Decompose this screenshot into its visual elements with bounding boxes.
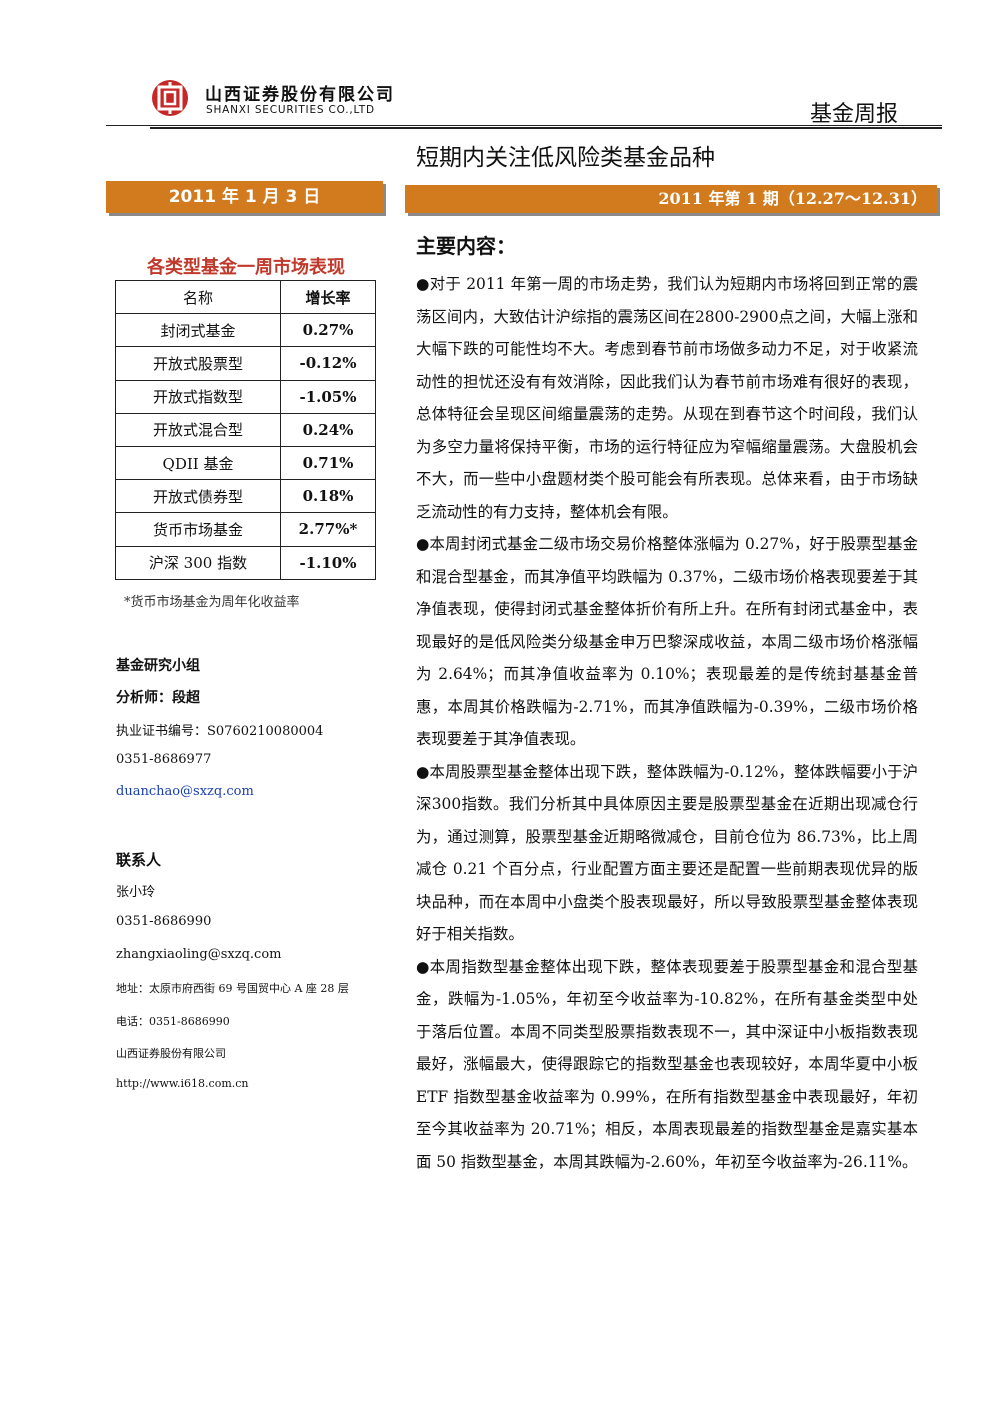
- fund-name: 开放式债券型: [115, 479, 281, 514]
- header-growth: 增长率: [280, 279, 376, 315]
- contact-heading: 联系人: [116, 851, 162, 869]
- analyst-phone: 0351-8686977: [116, 752, 212, 767]
- company-name-en: SHANXI SECURITIES CO.,LTD: [206, 104, 375, 116]
- table-title: 各类型基金一周市场表现: [147, 257, 345, 278]
- issue-bar: 2011 年第 1 期（12.27～12.31）: [405, 185, 937, 213]
- growth-rate: 0.24%: [280, 412, 376, 447]
- fund-name: 开放式股票型: [115, 346, 281, 381]
- page-title: 短期内关注低风险类基金品种: [416, 145, 715, 171]
- table-row: 开放式股票型-0.12%: [115, 346, 376, 381]
- growth-rate: -0.12%: [280, 346, 376, 381]
- table-note: *货币市场基金为周年化收益率: [124, 595, 300, 610]
- research-group: 基金研究小组: [116, 658, 200, 674]
- fund-name: QDII 基金: [115, 445, 281, 481]
- contact-email: zhangxiaoling@sxzq.com: [116, 947, 282, 962]
- cert-number: 执业证书编号：S0760210080004: [116, 724, 324, 739]
- paragraph: ●本周指数型基金整体出现下跌，整体表现要差于股票型基金和混合型基金，跌幅为-1.…: [416, 957, 918, 1171]
- section-heading: 主要内容：: [416, 234, 516, 258]
- fund-name: 封闭式基金: [115, 313, 281, 348]
- growth-rate: -1.10%: [280, 545, 376, 580]
- table-header-row: 名称 增长率: [115, 279, 376, 315]
- header-rule-thin: [106, 125, 942, 126]
- contact-phone: 0351-8686990: [116, 914, 212, 929]
- fund-name: 货币市场基金: [115, 512, 281, 547]
- header-rule-thick: [150, 127, 942, 129]
- fund-name: 开放式指数型: [115, 379, 281, 414]
- fund-name: 沪深 300 指数: [115, 545, 281, 580]
- growth-rate: 0.71%: [280, 445, 376, 481]
- company-website-link[interactable]: http://www.i618.com.cn: [116, 1077, 249, 1090]
- issue-label: 2011 年第 1 期（12.27～12.31）: [658, 189, 927, 208]
- company-logo-icon: [152, 80, 188, 116]
- date-bar: 2011 年 1 月 3 日: [106, 181, 383, 213]
- analyst-email-link[interactable]: duanchao@sxzq.com: [116, 784, 254, 799]
- paragraph: ●对于 2011 年第一周的市场走势，我们认为短期内市场将回到正常的震荡区间内，…: [416, 275, 918, 521]
- company-tel: 电话：0351-8686990: [116, 1015, 230, 1028]
- paragraph: ●本周封闭式基金二级市场交易价格整体涨幅为 0.27%，好于股票型基金和混合型基…: [416, 535, 918, 748]
- header-name: 名称: [115, 279, 281, 315]
- growth-rate: 0.27%: [280, 313, 376, 348]
- report-type: 基金周报: [809, 102, 898, 127]
- company-name-footer: 山西证券股份有限公司: [116, 1047, 226, 1060]
- company-address: 地址：太原市府西街 69 号国贸中心 A 座 28 层: [116, 982, 349, 995]
- growth-rate: 2.77%*: [280, 512, 376, 547]
- company-name-cn: 山西证券股份有限公司: [205, 85, 395, 105]
- table-row: 沪深 300 指数-1.10%: [115, 545, 376, 580]
- paragraph: ●本周股票型基金整体出现下跌，整体跌幅为-0.12%，整体跌幅要小于沪深300指…: [416, 762, 918, 944]
- analyst-name: 分析师：段超: [116, 690, 200, 706]
- contact-name: 张小玲: [116, 885, 156, 900]
- fund-name: 开放式混合型: [115, 412, 281, 447]
- table-row: 开放式指数型-1.05%: [115, 379, 376, 414]
- growth-rate: -1.05%: [280, 379, 376, 414]
- growth-rate: 0.18%: [280, 479, 376, 514]
- main-content: ●对于 2011 年第一周的市场走势，我们认为短期内市场将回到正常的震荡区间内，…: [416, 268, 918, 1178]
